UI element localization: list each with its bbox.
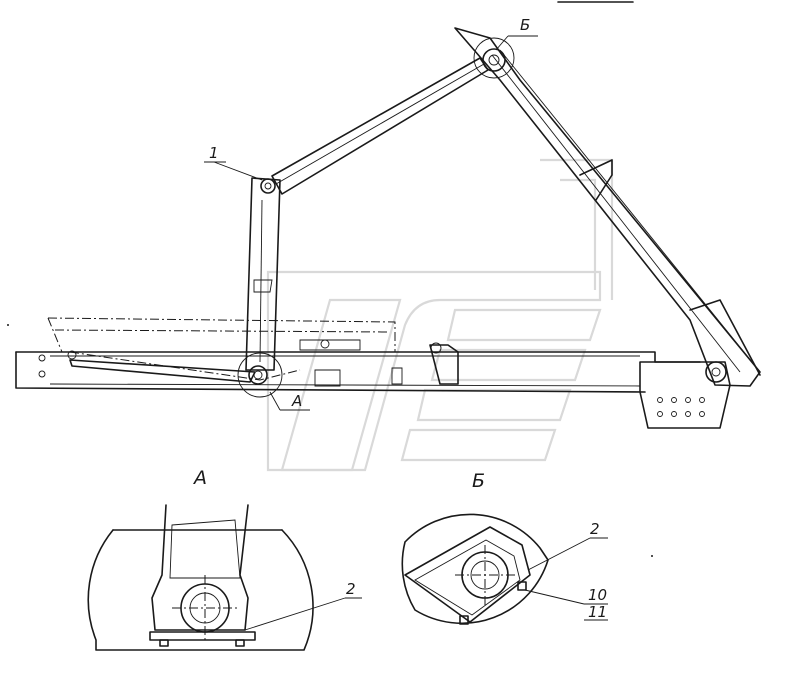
detail-a-title: А — [192, 467, 207, 489]
callout-part-1: 1 — [209, 144, 219, 162]
upper-arm — [271, 57, 489, 195]
detail-a-part-2: 2 — [346, 580, 356, 598]
callout-view-b: Б — [520, 16, 530, 34]
detail-b-part-11: 11 — [588, 603, 607, 621]
detail-b-part-10: 10 — [588, 586, 607, 604]
watermark-logo — [266, 158, 614, 472]
detail-a — [87, 504, 362, 651]
main-frame-rail — [15, 342, 731, 429]
callout-view-a: А — [291, 392, 302, 410]
lifting-boom — [454, 27, 761, 387]
callout-leaders — [204, 35, 538, 411]
stray-mark — [651, 555, 653, 557]
detail-b-title: Б — [472, 470, 485, 492]
detail-b-marker — [473, 37, 515, 79]
stray-mark — [7, 324, 9, 326]
vertical-strut — [245, 177, 281, 385]
detail-a-marker — [237, 352, 283, 398]
detail-b — [401, 513, 608, 625]
lowered-body-outline — [47, 317, 396, 383]
detail-b-part-2: 2 — [590, 520, 600, 538]
